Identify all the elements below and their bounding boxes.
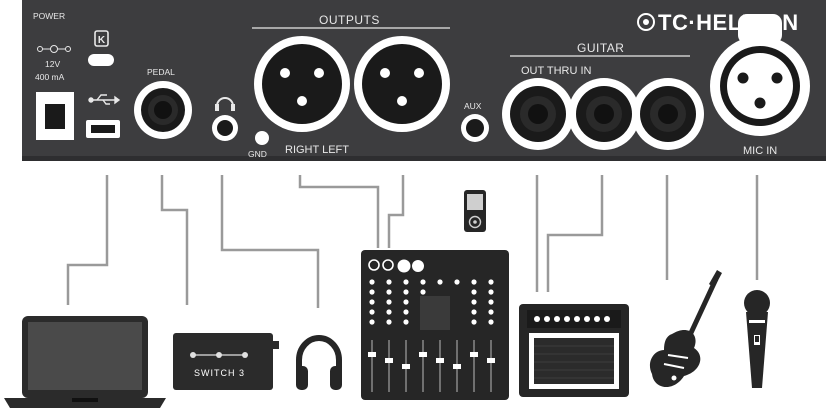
xlr-output-right [254, 36, 350, 132]
cables [66, 175, 759, 308]
mixer-knob [403, 289, 409, 295]
guitar-in-jack [632, 78, 704, 150]
amp-knob [594, 316, 600, 322]
power-jack [36, 92, 74, 140]
guitar-thru-jack [568, 78, 640, 150]
power-voltage-label: 12V [45, 59, 61, 69]
mixer-knob [403, 319, 409, 325]
microphone-icon [744, 290, 770, 388]
out-thru-in-label: OUT THRU IN [521, 65, 592, 77]
mixer-fader-cap [453, 364, 461, 369]
mixer-knob [488, 319, 494, 325]
mic-in-label: MIC IN [743, 145, 778, 157]
aux-jack [461, 114, 489, 142]
guitar-amp-icon [519, 304, 629, 397]
gnd-label: GND [248, 149, 267, 159]
mixer-fader-cap [487, 358, 495, 363]
amp-knob [554, 316, 560, 322]
amp-knob [584, 316, 590, 322]
mixer-knob [369, 279, 375, 285]
power-label: POWER [33, 11, 66, 21]
switch-3-label: SWITCH 3 [194, 368, 246, 378]
mixer-knob [369, 299, 375, 305]
mixer-knob [437, 279, 443, 285]
mixer-fader-cap [402, 364, 410, 369]
gnd-screw [255, 131, 269, 145]
mixer-knob [403, 279, 409, 285]
cable-right [298, 175, 380, 248]
mixer-knob [471, 279, 477, 285]
electric-guitar-icon [649, 270, 722, 388]
cable-usb [66, 175, 109, 305]
mixer-knob [488, 279, 494, 285]
laptop-icon [4, 316, 166, 408]
mixer-knob [471, 319, 477, 325]
mixer-knob [369, 319, 375, 325]
media-player-icon [464, 190, 486, 232]
pedal-label: PEDAL [147, 67, 175, 77]
power-current-label: 400 mA [35, 72, 65, 82]
mixer-knob [403, 309, 409, 315]
mixer-knob [488, 309, 494, 315]
mixer-knob [386, 309, 392, 315]
mic-in-xlr [710, 14, 810, 136]
switch-3-pedal-icon [173, 333, 279, 390]
mixer-icon [361, 250, 509, 400]
mixer-fader-cap [436, 358, 444, 363]
mixer-knob [369, 289, 375, 295]
mixer-knob [454, 279, 460, 285]
mixer-knob [471, 309, 477, 315]
cable-guitar-thru [546, 175, 604, 292]
guitar-out-jack [502, 78, 574, 150]
mixer-fader-cap [470, 352, 478, 357]
headphone-jack [212, 115, 238, 141]
cable-headphones [220, 175, 320, 308]
headphone-icon [215, 97, 235, 111]
amp-knob [604, 316, 610, 322]
mixer-knob [386, 299, 392, 305]
mixer-knob [369, 309, 375, 315]
mixer-knob [488, 289, 494, 295]
pedal-jack [134, 81, 192, 139]
amp-knob [544, 316, 550, 322]
amp-knob [564, 316, 570, 322]
usb-port [86, 120, 120, 138]
mixer-knob [471, 299, 477, 305]
cable-pedal [160, 175, 189, 305]
guitar-label: GUITAR [577, 41, 625, 55]
outputs-label: OUTPUTS [319, 13, 380, 27]
mixer-fader-cap [419, 352, 427, 357]
svg-text:K: K [98, 35, 106, 46]
mixer-knob [386, 289, 392, 295]
polarity-icon [37, 45, 71, 53]
right-left-label: RIGHT LEFT [285, 144, 349, 156]
mixer-knob [420, 289, 426, 295]
tc-helicon-logo-icon [637, 13, 655, 31]
mixer-knob [471, 289, 477, 295]
cable-left [387, 175, 405, 248]
aux-label: AUX [464, 101, 482, 111]
mixer-fader-cap [385, 358, 393, 363]
usb-icon [88, 94, 121, 105]
mixer-fader-cap [368, 352, 376, 357]
amp-knob [574, 316, 580, 322]
amp-knob [534, 316, 540, 322]
kensington-lock-icon: K [88, 30, 114, 66]
mixer-knob [386, 279, 392, 285]
mixer-knob [403, 299, 409, 305]
xlr-output-left [354, 36, 450, 132]
headphones-device-icon [296, 335, 342, 390]
mixer-knob [420, 279, 426, 285]
mixer-knob [488, 299, 494, 305]
mixer-knob [386, 319, 392, 325]
brand-logo-text: TC·HELICON [658, 10, 799, 35]
